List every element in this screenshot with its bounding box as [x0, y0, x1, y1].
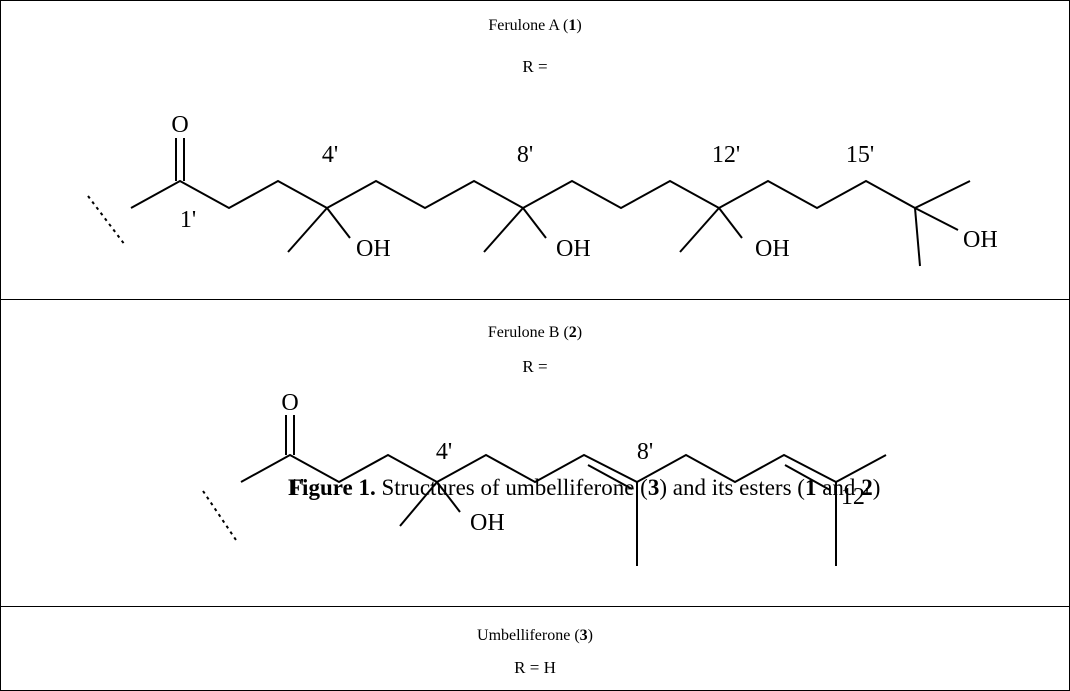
structure-ferulone-b: O 1' 4' 8' 12' OH — [202, 390, 887, 566]
row-divider-1 — [0, 299, 1070, 300]
compound-title-umbelliferone: Umbelliferone (3) — [477, 627, 593, 644]
carbonyl-o-label: O — [171, 112, 188, 138]
figure-caption: Figure 1. Structures of umbelliferone (3… — [288, 475, 881, 500]
c1-label: 1' — [288, 475, 304, 501]
compound-title-ferulone-a: Ferulone A (1) — [488, 17, 582, 34]
c8-label: 8' — [637, 439, 653, 465]
r-line-ferulone-b: R = — [522, 357, 548, 376]
c15-label: 15' — [846, 142, 874, 168]
attachment-bond — [87, 195, 126, 246]
c8-label: 8' — [517, 142, 533, 168]
attachment-bond — [202, 490, 237, 541]
c1-label: 1' — [180, 207, 196, 233]
oh-label-4: OH — [963, 227, 998, 253]
row-divider-2 — [0, 606, 1070, 607]
structure-ferulone-a: O 1' 4' 8' 12' 15' OH OH OH OH — [87, 112, 998, 267]
r-line-ferulone-a: R = — [522, 57, 548, 76]
carbonyl-o-label: O — [281, 390, 298, 416]
c4-label: 4' — [322, 142, 338, 168]
oh-label-3: OH — [755, 236, 790, 262]
oh-label-1: OH — [356, 236, 391, 262]
oh-label-2: OH — [556, 236, 591, 262]
r-line-umbelliferone: R = H — [514, 658, 556, 677]
c12-label: 12' — [841, 484, 869, 510]
c12-label: 12' — [712, 142, 740, 168]
oh-label-1: OH — [470, 510, 505, 536]
c4-label: 4' — [436, 439, 452, 465]
compound-title-ferulone-b: Ferulone B (2) — [487, 324, 583, 341]
